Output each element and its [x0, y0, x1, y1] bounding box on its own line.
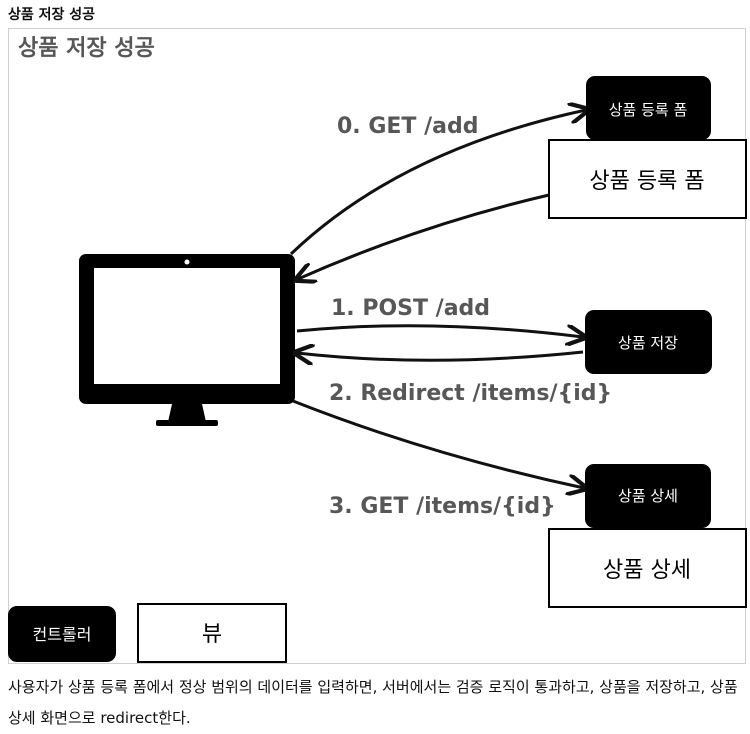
- page-heading: 상품 저장 성공: [8, 7, 96, 23]
- view-add-form-label: 상품 등록 폼: [589, 169, 704, 194]
- arrow-add-form-response: [298, 193, 550, 279]
- controller-detail: 상품 상세: [585, 464, 711, 528]
- view-detail: 상품 상세: [548, 528, 747, 608]
- legend-controller: 컨트롤러: [8, 606, 116, 662]
- controller-save: 상품 저장: [585, 310, 712, 374]
- legend-view: 뷰: [137, 603, 287, 663]
- label-redirect: 2. Redirect /items/{id}: [329, 381, 612, 406]
- controller-detail-label: 상품 상세: [618, 487, 678, 505]
- view-add-form: 상품 등록 폼: [548, 139, 747, 219]
- legend-controller-label: 컨트롤러: [33, 625, 92, 644]
- label-get-item: 3. GET /items/{id}: [329, 494, 556, 519]
- computer-monitor-icon: [79, 254, 295, 426]
- arrow-post-add: [296, 324, 583, 337]
- diagram-frame: [8, 28, 746, 664]
- diagram-title: 상품 저장 성공: [18, 36, 155, 61]
- arrow-redirect: [297, 352, 584, 360]
- label-post-add: 1. POST /add: [331, 296, 490, 321]
- label-get-add: 0. GET /add: [337, 114, 478, 139]
- view-detail-label: 상품 상세: [603, 558, 691, 583]
- caption: 사용자가 상품 등록 폼에서 정상 범위의 데이터를 입력하면, 서버에서는 검…: [8, 678, 738, 727]
- legend-view-label: 뷰: [202, 622, 222, 647]
- arrow-get-add: [289, 110, 586, 256]
- controller-add-form: 상품 등록 폼: [586, 76, 711, 140]
- arrow-get-item: [292, 399, 584, 488]
- controller-save-label: 상품 저장: [618, 334, 678, 352]
- controller-add-form-label: 상품 등록 폼: [609, 101, 688, 119]
